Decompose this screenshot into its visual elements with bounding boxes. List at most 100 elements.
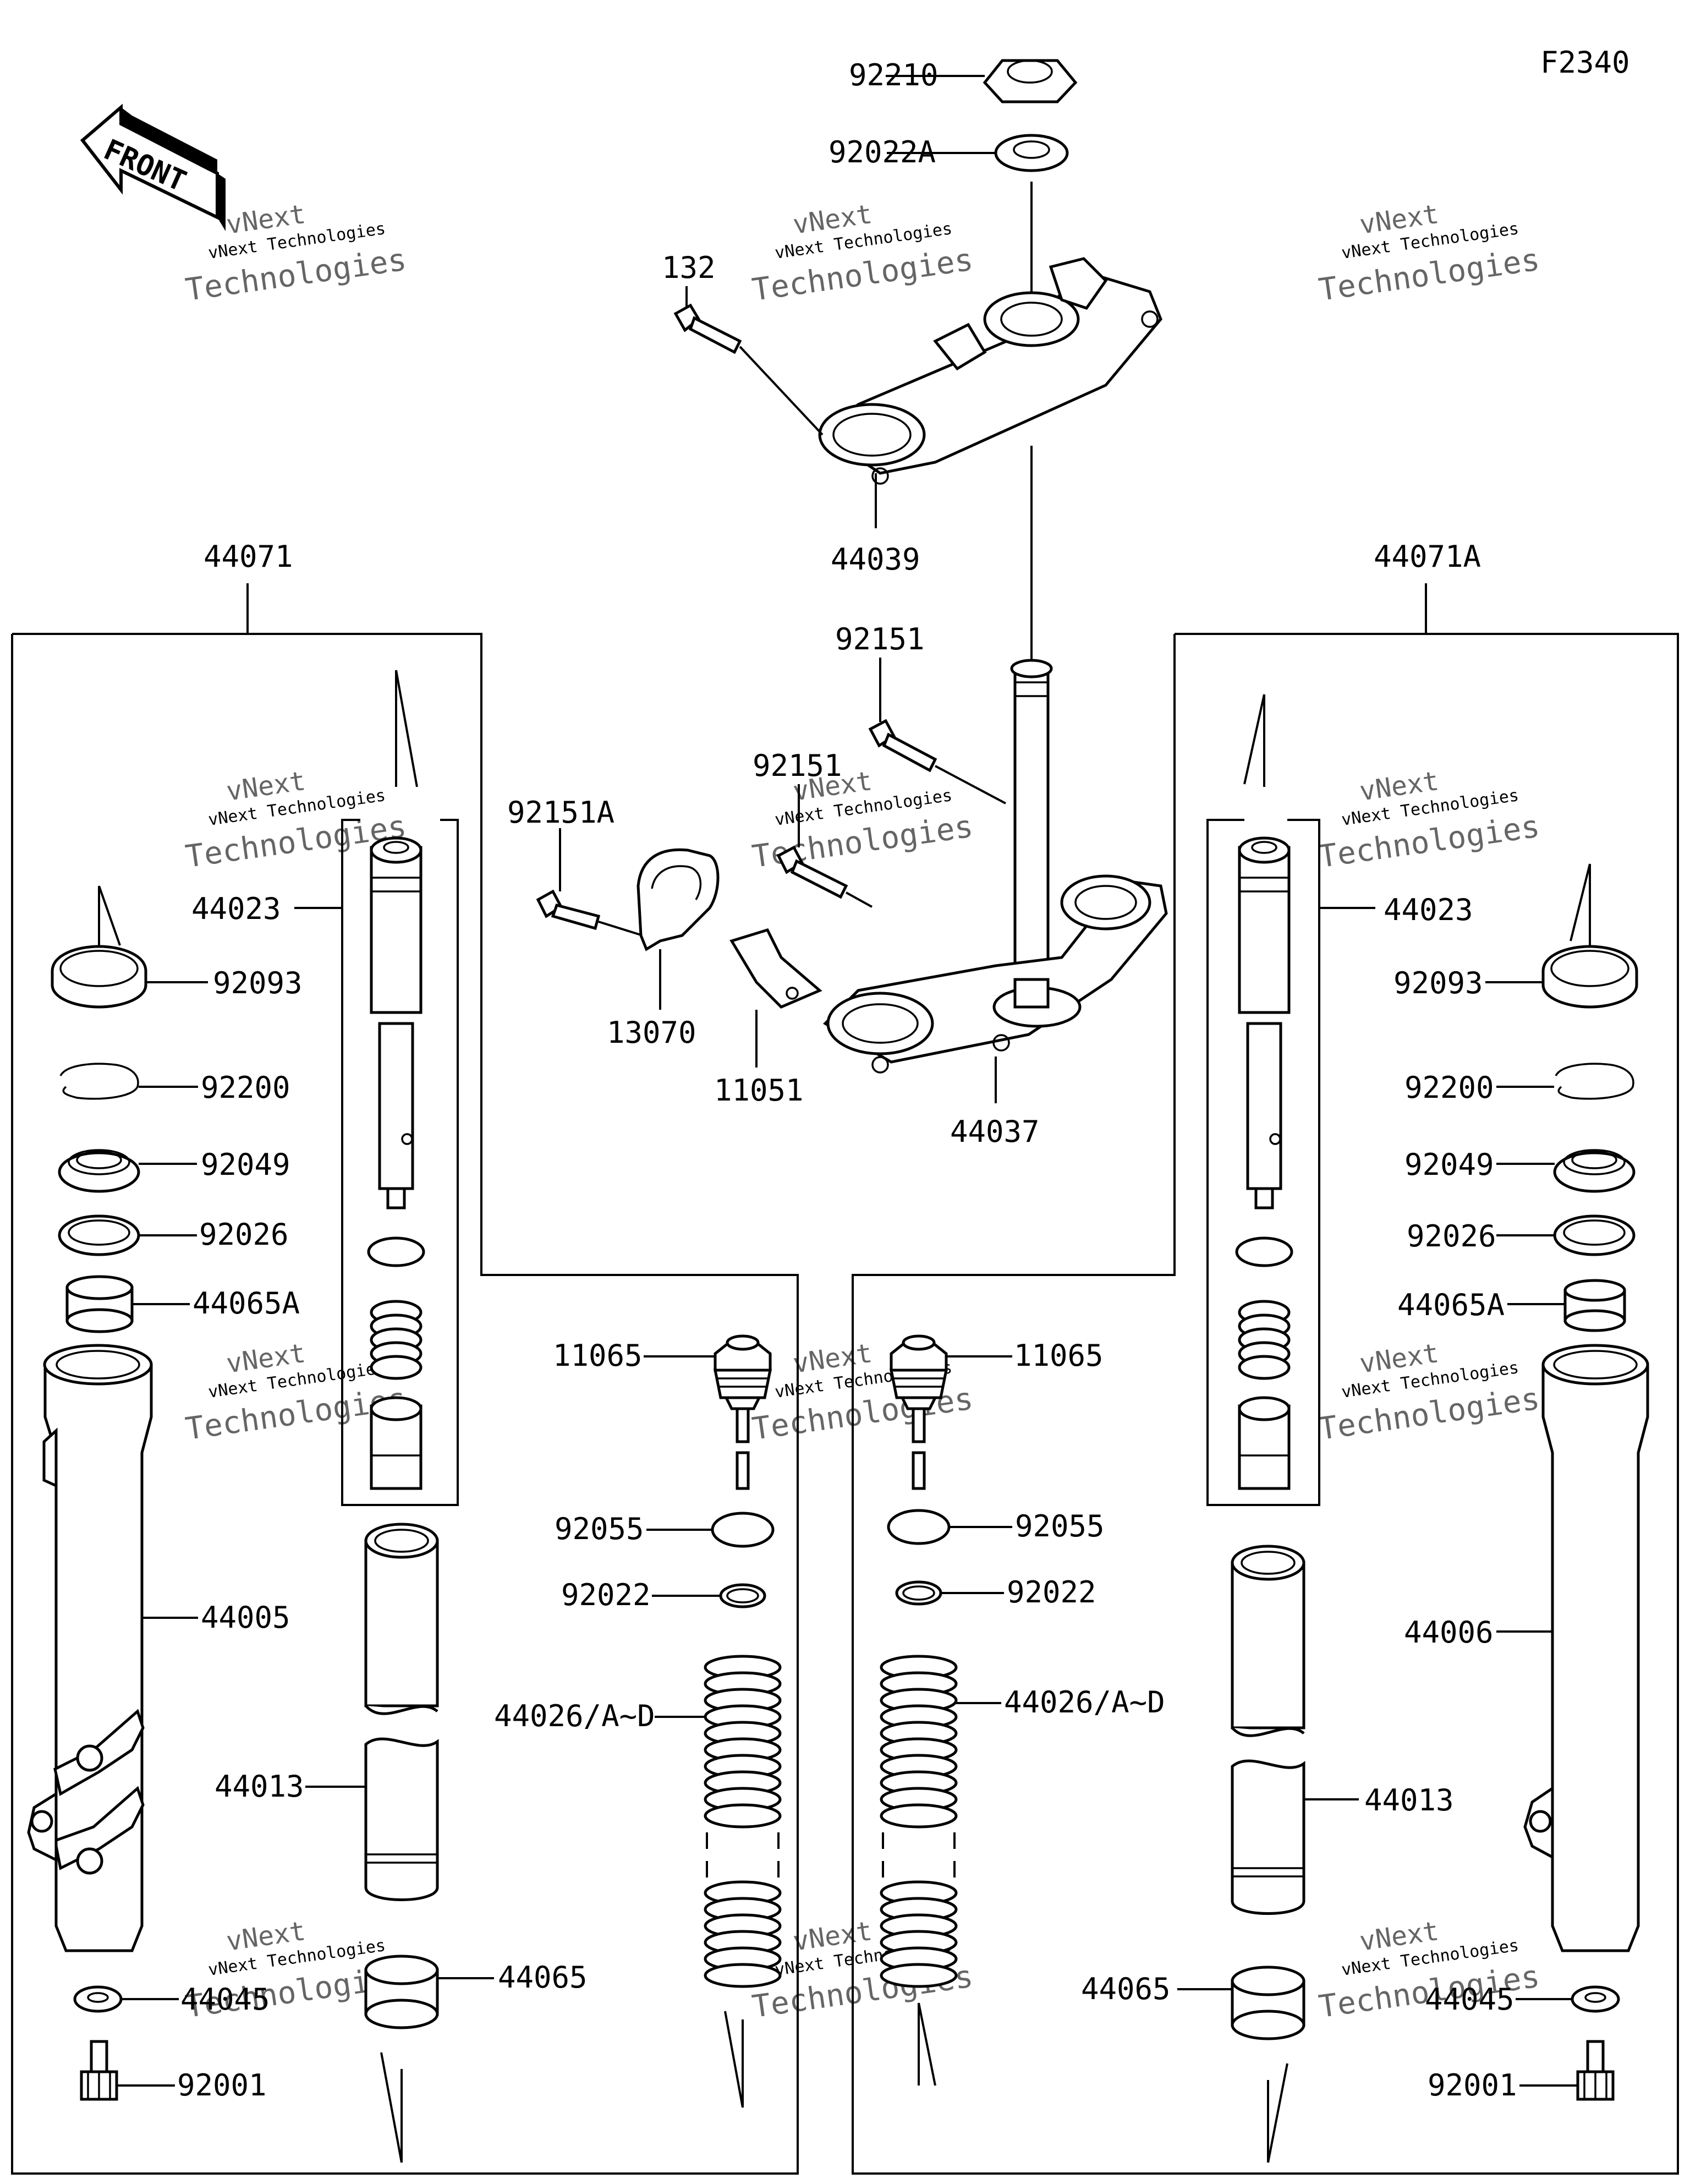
bolt-92151-mid (776, 845, 848, 899)
label-92049-left[interactable]: 92049 (201, 1147, 290, 1182)
oring-92055-right (887, 1509, 951, 1545)
cap-bolt-11065-right (889, 1334, 948, 1490)
washer-92022-right (895, 1580, 942, 1606)
label-92210[interactable]: 92210 (849, 58, 939, 92)
clamp-13070 (637, 848, 720, 951)
outer-tube-44006 (1523, 1344, 1649, 1952)
inner-tube-44013-right (1231, 1545, 1305, 1915)
bolt-92151A (536, 889, 601, 930)
outer-tube-44005 (27, 1344, 153, 1952)
label-92022-left[interactable]: 92022 (561, 1578, 651, 1612)
washer-92026-right (1553, 1214, 1636, 1256)
label-44065A-right[interactable]: 44065A (1397, 1288, 1505, 1322)
bushing-44065A-left (65, 1275, 134, 1333)
seal-92049-right (1553, 1149, 1636, 1193)
label-92026-right[interactable]: 92026 (1407, 1219, 1496, 1254)
nut-92210 (983, 59, 1078, 103)
ring-right (1235, 1236, 1293, 1267)
label-11065-left[interactable]: 11065 (553, 1338, 643, 1373)
label-92055-right[interactable]: 92055 (1015, 1509, 1105, 1543)
label-13070[interactable]: 13070 (607, 1015, 696, 1050)
label-92055-left[interactable]: 92055 (555, 1512, 644, 1546)
front-arrow-icon: FRONT (80, 103, 226, 231)
damper-box-right (1206, 819, 1375, 1506)
damper-rod-44023-left (370, 670, 422, 1209)
label-44045-left[interactable]: 44045 (180, 1982, 270, 2017)
bolt-92001-right (1576, 2040, 1615, 2101)
label-44006[interactable]: 44006 (1404, 1615, 1494, 1650)
label-44071A[interactable]: 44071A (1374, 539, 1481, 574)
label-92151-mid[interactable]: 92151 (753, 748, 842, 783)
bushing-44065-left (364, 1955, 439, 2029)
washer-92022-left (719, 1583, 766, 1608)
label-92001-right[interactable]: 92001 (1428, 2068, 1517, 2103)
bushing-44065A-right (1563, 1279, 1626, 1332)
piston-left (370, 1396, 422, 1490)
label-44026-left[interactable]: 44026/A~D (494, 1699, 655, 1733)
cap-bolt-11065-left (713, 1334, 772, 1490)
washer-44045-right (1571, 1985, 1620, 2013)
label-44071[interactable]: 44071 (204, 539, 293, 574)
label-44065A-left[interactable]: 44065A (193, 1286, 300, 1321)
bolt-92001-left (80, 2040, 118, 2101)
inner-tube-44013-left (364, 1523, 439, 1901)
label-44013-right[interactable]: 44013 (1364, 1783, 1454, 1818)
label-44065-left[interactable]: 44065 (498, 1960, 588, 1995)
label-92026-left[interactable]: 92026 (199, 1217, 289, 1252)
label-44037[interactable]: 44037 (950, 1114, 1040, 1149)
damper-box-left (294, 819, 459, 1506)
diagram-id: F2340 (1540, 45, 1630, 80)
label-11051[interactable]: 11051 (714, 1073, 804, 1108)
upper-bracket-44039 (818, 257, 1162, 485)
bolt-132 (673, 303, 742, 354)
label-92022A[interactable]: 92022A (828, 135, 936, 169)
small-spring-right (1238, 1300, 1291, 1380)
right-fork-panel (852, 633, 1679, 2175)
label-92049-right[interactable]: 92049 (1404, 1147, 1494, 1182)
cap-92093-left (51, 945, 147, 1009)
label-132[interactable]: 132 (662, 250, 716, 285)
small-spring-left (370, 1300, 422, 1380)
label-44005[interactable]: 44005 (201, 1600, 290, 1635)
oring-92055-left (711, 1512, 775, 1548)
clip-92200-left (59, 1063, 139, 1100)
label-44023-right[interactable]: 44023 (1384, 893, 1473, 927)
bushing-44065-right (1231, 1966, 1305, 2040)
label-92151-top[interactable]: 92151 (835, 622, 925, 656)
label-44045-right[interactable]: 44045 (1425, 1982, 1515, 2017)
bracket-11051 (729, 928, 822, 1009)
damper-rod-44023-right (1238, 694, 1291, 1209)
bolt-92151-top (868, 719, 937, 773)
clip-92200-right (1555, 1063, 1634, 1100)
fork-spring-44026-right (880, 1655, 958, 1988)
label-44026-right[interactable]: 44026/A~D (1004, 1685, 1165, 1720)
label-92093-left[interactable]: 92093 (213, 966, 303, 1000)
part-labels: 92210 92022A 132 44039 44071 44071A 9215… (177, 58, 1517, 2103)
label-92200-right[interactable]: 92200 (1404, 1070, 1494, 1105)
label-11065-right[interactable]: 11065 (1014, 1338, 1104, 1373)
left-fork-panel (11, 633, 799, 2175)
label-44039[interactable]: 44039 (831, 542, 920, 577)
label-92093-right[interactable]: 92093 (1393, 966, 1483, 1000)
piston-right (1238, 1396, 1291, 1490)
ring-left (367, 1236, 425, 1267)
washer-92026-left (58, 1214, 140, 1256)
label-92001-left[interactable]: 92001 (177, 2068, 267, 2103)
label-44065-right[interactable]: 44065 (1081, 1972, 1171, 2006)
fork-spring-44026-left (704, 1655, 782, 1988)
label-44013-left[interactable]: 44013 (215, 1769, 304, 1804)
label-92022-right[interactable]: 92022 (1007, 1575, 1096, 1610)
washer-44045-left (73, 1985, 123, 2013)
label-92200-left[interactable]: 92200 (201, 1070, 290, 1105)
seal-92049-left (58, 1149, 140, 1193)
washer-92022A (994, 134, 1069, 172)
cap-92093-right (1541, 945, 1638, 1009)
label-92151A[interactable]: 92151A (507, 795, 614, 830)
label-44023-left[interactable]: 44023 (191, 891, 281, 926)
steering-stem-44037 (822, 659, 1168, 1074)
